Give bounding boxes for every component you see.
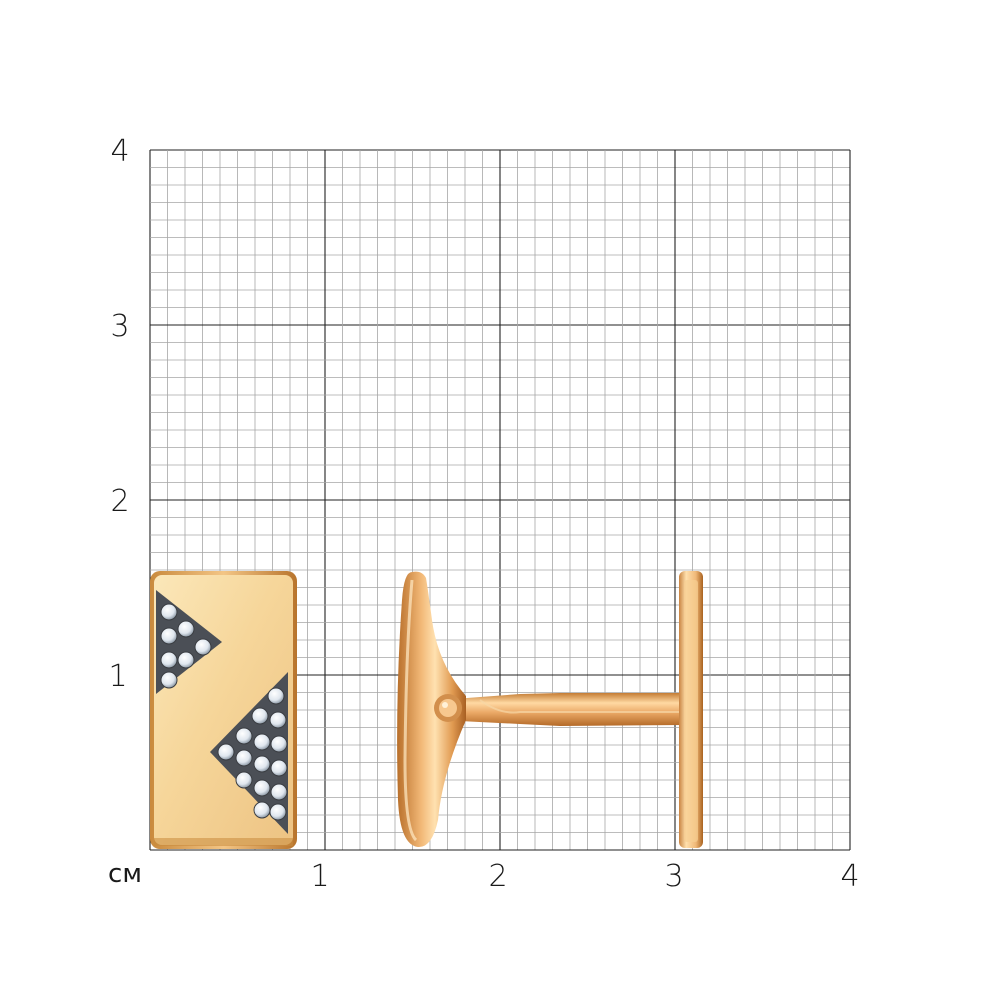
gemstone [270,759,288,777]
y-tick-label: 1 [108,659,127,694]
gemstone [177,651,195,669]
x-tick-label: 3 [664,859,683,894]
gemstone [235,727,253,745]
x-tick-label: 2 [488,859,507,894]
y-tick-label: 2 [110,484,129,519]
gemstone [270,735,288,753]
gemstone [160,627,178,645]
y-tick-label: 3 [110,309,129,344]
x-tick-label: 1 [310,859,329,894]
gemstone [253,755,271,773]
stones-upper [160,603,212,689]
cufflink-bar [440,693,684,726]
gemstone [251,707,269,725]
gemstone [269,711,287,729]
y-axis-labels: 4 3 2 1 [108,134,129,694]
unit-label: см [108,859,142,889]
measurement-grid [149,149,851,851]
gemstone [270,783,288,801]
cufflink-side-view [397,571,703,848]
gemstone [217,743,235,761]
gemstone [160,603,178,621]
gemstone [194,638,212,656]
gemstone [235,771,253,789]
stones-lower [217,687,288,821]
cufflink-front-profile [397,571,466,848]
gemstone [160,651,178,669]
y-tick-label: 4 [110,134,129,169]
gemstone [269,803,287,821]
x-tick-label: 4 [840,859,859,894]
gemstone [253,801,271,819]
gemstone [177,620,195,638]
x-axis-labels: см 1 2 3 4 [108,859,860,894]
gemstone [160,671,178,689]
gemstone [235,749,253,767]
cufflink-front-view [150,571,297,849]
gemstone [267,687,285,705]
gemstone [253,733,271,751]
gemstone [253,779,271,797]
